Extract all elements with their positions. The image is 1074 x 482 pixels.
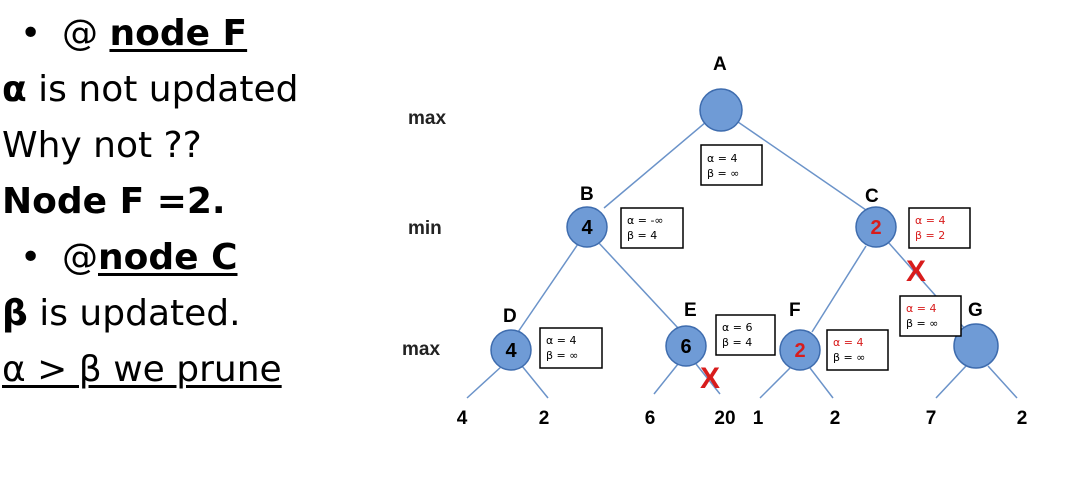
node-c xyxy=(855,206,897,248)
node-c-heading: node C xyxy=(98,237,238,278)
svg-text:α = 4: α = 4 xyxy=(915,214,945,227)
node-value-e: 6 xyxy=(680,336,691,358)
level-label-max-top: max xyxy=(408,108,446,129)
svg-text:α = 4: α = 4 xyxy=(906,302,936,315)
bullet-icon: • xyxy=(20,237,42,278)
level-label-max-bottom: max xyxy=(402,339,440,360)
prune-mark-c-g: X xyxy=(906,255,926,288)
alpha-beta-box-a: α = 4 β = ∞ xyxy=(700,144,763,186)
node-label-c: C xyxy=(865,186,879,207)
leaf-value-6: 2 xyxy=(830,408,841,429)
edge-b-d xyxy=(517,243,579,333)
edge-a-c xyxy=(737,121,867,211)
leaf-value-2: 2 xyxy=(539,408,550,429)
prune-mark-e-leaf: X xyxy=(700,362,720,395)
svg-text:β = 4: β = 4 xyxy=(627,229,657,242)
leaf-value-7: 7 xyxy=(926,408,937,429)
node-label-d: D xyxy=(503,306,517,327)
note-line-why: Why not ?? xyxy=(2,125,202,166)
node-label-f: F xyxy=(789,300,801,321)
edge-g-leaf7 xyxy=(935,365,967,399)
note-line-node-f-value: Node F =2. xyxy=(2,181,226,222)
alpha-beta-box-e: α = 6 β = 4 xyxy=(715,314,776,356)
bullet-icon: • xyxy=(20,13,42,54)
svg-text:α = 4: α = 4 xyxy=(546,334,576,347)
edge-f-leaf5 xyxy=(759,367,791,399)
leaf-value-3: 6 xyxy=(645,408,656,429)
level-label-min: min xyxy=(408,218,442,239)
edge-f-leaf6 xyxy=(809,367,834,399)
note-line-beta: β is updated. xyxy=(2,293,241,334)
tree-edges xyxy=(466,121,1018,399)
alpha-beta-box-b: α = -∞ β = 4 xyxy=(620,207,684,249)
node-label-a: A xyxy=(713,54,727,75)
node-a xyxy=(699,88,743,132)
alpha-beta-box-f: α = 4 β = ∞ xyxy=(826,329,889,371)
node-b xyxy=(566,206,608,248)
node-label-b: B xyxy=(580,184,594,205)
leaf-value-1: 4 xyxy=(457,408,468,429)
svg-text:β = ∞: β = ∞ xyxy=(833,351,865,364)
edge-e-leaf4 xyxy=(695,363,721,395)
alpha-beta-box-c: α = 4 β = 2 xyxy=(908,207,971,249)
svg-text:β = 4: β = 4 xyxy=(722,336,752,349)
node-label-g: G xyxy=(968,300,983,321)
edge-c-f xyxy=(811,245,867,333)
leaf-value-8: 2 xyxy=(1017,408,1028,429)
node-value-d: 4 xyxy=(505,340,517,362)
node-value-c: 2 xyxy=(870,217,881,239)
node-label-e: E xyxy=(684,300,697,321)
svg-text:α = -∞: α = -∞ xyxy=(627,214,664,227)
note-line-prune: α > β we prune xyxy=(2,349,282,390)
alpha-beta-box-g: α = 4 β = ∞ xyxy=(899,295,962,337)
svg-text:β = ∞: β = ∞ xyxy=(707,167,739,180)
note-line-node-c: •@node C xyxy=(20,237,238,278)
leaf-value-4: 20 xyxy=(714,408,735,429)
edge-e-leaf3 xyxy=(653,363,679,395)
node-value-b: 4 xyxy=(581,217,593,239)
node-value-f: 2 xyxy=(794,340,805,362)
note-line-alpha: α is not updated xyxy=(2,69,299,110)
edge-b-e xyxy=(597,241,679,329)
node-g xyxy=(953,323,999,369)
alpha-beta-box-d: α = 4 β = ∞ xyxy=(539,327,603,369)
edge-g-leaf8 xyxy=(987,365,1018,399)
svg-text:α = 4: α = 4 xyxy=(707,152,737,165)
edge-a-b xyxy=(603,121,707,209)
node-f-heading: node F xyxy=(109,13,248,54)
svg-text:β = ∞: β = ∞ xyxy=(546,349,578,362)
svg-text:α = 4: α = 4 xyxy=(833,336,863,349)
node-d xyxy=(490,329,532,371)
edge-d-leaf2 xyxy=(521,365,549,399)
note-line-node-f: •@ node F xyxy=(20,13,248,54)
edge-d-leaf1 xyxy=(466,365,503,399)
leaf-value-5: 1 xyxy=(753,408,764,429)
svg-text:α = 6: α = 6 xyxy=(722,321,752,334)
node-e xyxy=(665,325,707,367)
node-f xyxy=(779,329,821,371)
svg-text:β = ∞: β = ∞ xyxy=(906,317,938,330)
svg-text:β = 2: β = 2 xyxy=(915,229,945,242)
